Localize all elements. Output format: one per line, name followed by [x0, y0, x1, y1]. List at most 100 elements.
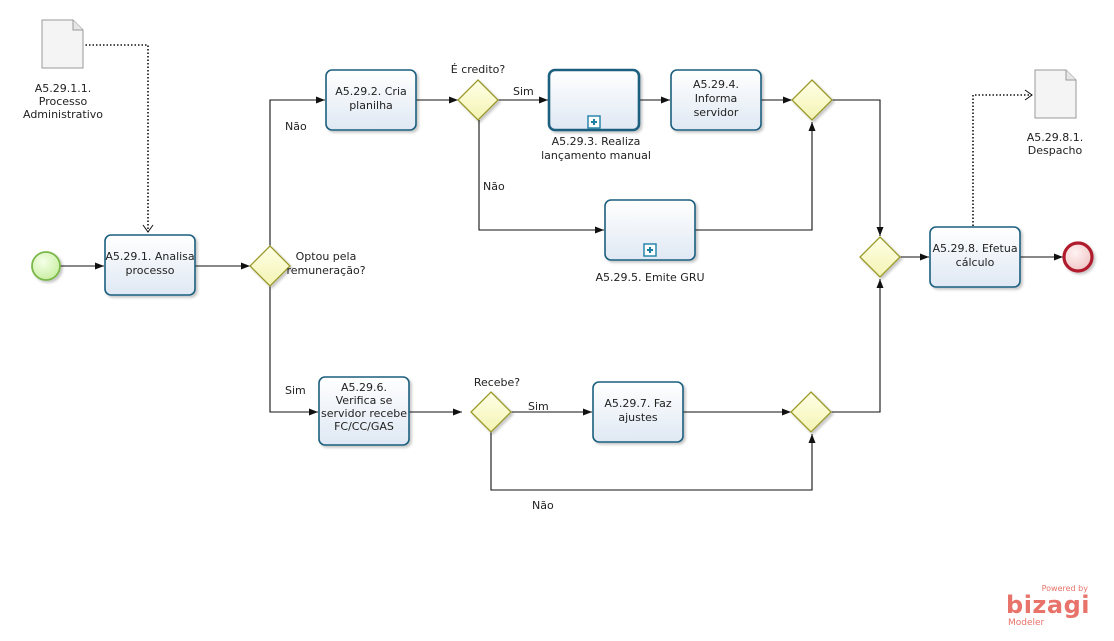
gateway-merge-final[interactable] — [859, 236, 901, 278]
task-emite-gru[interactable]: A5.29.5. Emite GRU — [595, 199, 705, 284]
modeler-text: Modeler — [1008, 618, 1045, 628]
flow-gru-to-merge[interactable] — [695, 122, 816, 231]
label-line: Optou pela — [296, 250, 357, 263]
powered-by-text: Powered by — [1042, 584, 1089, 593]
task-box — [325, 69, 417, 131]
plus-icon — [591, 119, 597, 125]
label-line: A5.29.5. Emite GRU — [595, 271, 704, 284]
bizagi-logo: bizagi — [1006, 591, 1090, 619]
flow-label-recebe-nao: Não — [532, 499, 554, 512]
flow-label-optou-nao: Não — [285, 120, 307, 133]
task-box — [318, 376, 410, 446]
label-line: servidor — [694, 106, 739, 119]
gateway-recebe[interactable]: Recebe? — [470, 376, 520, 433]
task-box — [604, 199, 696, 261]
flow-recebe-nao[interactable] — [490, 432, 816, 491]
flow-optou-sim[interactable] — [269, 286, 318, 416]
label-line: A5.29.3. Realiza — [552, 135, 641, 148]
label-line: remuneração? — [286, 264, 365, 277]
label-line: Informa — [695, 92, 738, 105]
document-icon — [41, 19, 84, 69]
label-line: processo — [125, 264, 174, 277]
flow-merge-bottom-to-final[interactable] — [831, 279, 884, 413]
label-line: lançamento manual — [541, 149, 651, 162]
label-line: Verifica se — [336, 394, 393, 407]
association-processo[interactable] — [82, 44, 149, 232]
gateway-diamond — [249, 245, 291, 287]
task-box — [929, 226, 1021, 288]
bizagi-watermark: Powered by bizagi Modeler — [1006, 584, 1090, 628]
flow-label-credito-sim: Sim — [513, 85, 534, 98]
flow-label-recebe-sim: Sim — [528, 400, 549, 413]
label-line: É credito? — [451, 63, 506, 76]
document-icon — [1034, 69, 1077, 119]
associations — [82, 44, 1033, 233]
gateway-diamond — [457, 79, 499, 121]
label-line: FC/CC/GAS — [334, 420, 394, 433]
gateway-merge-bottom[interactable] — [790, 391, 832, 433]
task-box — [547, 68, 641, 132]
label-line: ajustes — [618, 411, 658, 424]
doc-end-label: A5.29.8.1.Despacho — [1027, 131, 1084, 157]
gateway-diamond — [470, 391, 512, 433]
label-line: Processo — [39, 95, 88, 108]
label-line: cálculo — [956, 256, 995, 269]
label-line: A5.29.2. Cria — [335, 85, 407, 98]
gateway-diamond — [859, 236, 901, 278]
label-line: A5.29.8.1. — [1027, 131, 1084, 144]
data-object-despacho[interactable]: A5.29.8.1.Despacho — [1027, 69, 1084, 157]
gateway-label: Recebe? — [474, 376, 520, 389]
flow-label-optou-sim: Sim — [285, 384, 306, 397]
label-line: servidor recebe — [321, 407, 407, 420]
label-line: A5.29.4. — [693, 78, 739, 91]
task-box — [670, 69, 762, 131]
label-line: A5.29.6. — [341, 381, 387, 394]
label-line: A5.29.1. Analisa — [105, 250, 194, 263]
flow-merge-top-to-final[interactable] — [832, 99, 884, 236]
start-event[interactable] — [31, 251, 61, 281]
label-line: A5.29.7. Faz — [604, 397, 672, 410]
plus-icon — [647, 247, 653, 253]
gateway-diamond — [790, 391, 832, 433]
document-fold — [1065, 70, 1076, 81]
label-line: A5.29.1.1. — [35, 82, 92, 95]
end-event[interactable] — [1062, 241, 1094, 273]
flow-credito-nao[interactable] — [478, 120, 604, 234]
task-box — [592, 381, 684, 443]
flow-label-credito-nao: Não — [483, 180, 505, 193]
document-fold — [72, 20, 83, 31]
label-line: Recebe? — [474, 376, 520, 389]
gateway-diamond — [791, 79, 833, 121]
label-line: Despacho — [1028, 144, 1083, 157]
flow-optou-nao[interactable] — [269, 96, 325, 246]
association-arrowhead — [1024, 89, 1033, 101]
sequence-flows — [60, 96, 1063, 491]
label-line: Administrativo — [23, 108, 103, 121]
association-arrowhead — [142, 224, 154, 233]
gateway-e-credito[interactable]: É credito? — [451, 63, 506, 121]
label-line: A5.29.8. Efetua — [932, 242, 1017, 255]
gateway-label: É credito? — [451, 63, 506, 76]
gateway-merge-top[interactable] — [791, 79, 833, 121]
task-box — [104, 234, 196, 296]
association-despacho[interactable] — [972, 94, 1032, 226]
